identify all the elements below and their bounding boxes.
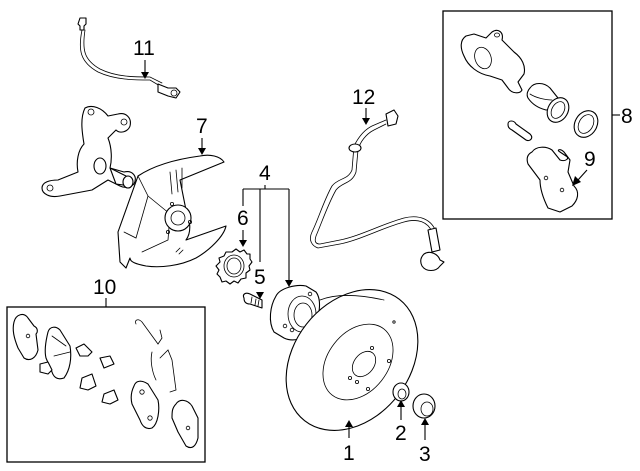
callout-label-2: 2 [395, 422, 407, 445]
callout-label-4: 4 [259, 162, 271, 185]
callout-5: 5 [254, 266, 266, 299]
callout-label-3: 3 [419, 443, 431, 466]
abs-tone-ring[interactable] [215, 248, 253, 285]
callout-label-10: 10 [93, 276, 116, 299]
callout-label-11: 11 [133, 37, 155, 60]
callout-label-9: 9 [584, 148, 596, 171]
callout-8: 8 [612, 105, 633, 128]
hub-nut[interactable] [392, 382, 410, 402]
wheel-stud[interactable] [242, 292, 263, 309]
callout-7: 7 [196, 115, 208, 155]
callout-11: 11 [133, 37, 155, 79]
caliper-assembly[interactable] [460, 29, 602, 213]
callout-label-7: 7 [196, 115, 208, 138]
callout-10: 10 [93, 276, 116, 307]
steering-knuckle[interactable] [41, 105, 136, 198]
callout-label-1: 1 [343, 442, 355, 465]
callout-4: 4 [242, 162, 293, 287]
callout-3: 3 [419, 418, 431, 466]
grease-cap[interactable] [412, 393, 436, 419]
brake-hose[interactable] [77, 17, 181, 99]
callout-12: 12 [352, 86, 375, 125]
callout-label-5: 5 [254, 266, 266, 289]
callout-label-8: 8 [621, 105, 633, 128]
abs-wheel-speed-sensor[interactable] [310, 109, 445, 272]
splash-shield[interactable] [117, 154, 227, 269]
callout-label-12: 12 [352, 86, 375, 109]
callout-9: 9 [572, 148, 596, 186]
brake-pad-kit[interactable] [12, 313, 199, 449]
callout-6: 6 [237, 207, 249, 247]
callout-2: 2 [395, 400, 407, 445]
callout-label-6: 6 [237, 207, 249, 230]
callout-1: 1 [343, 420, 355, 465]
